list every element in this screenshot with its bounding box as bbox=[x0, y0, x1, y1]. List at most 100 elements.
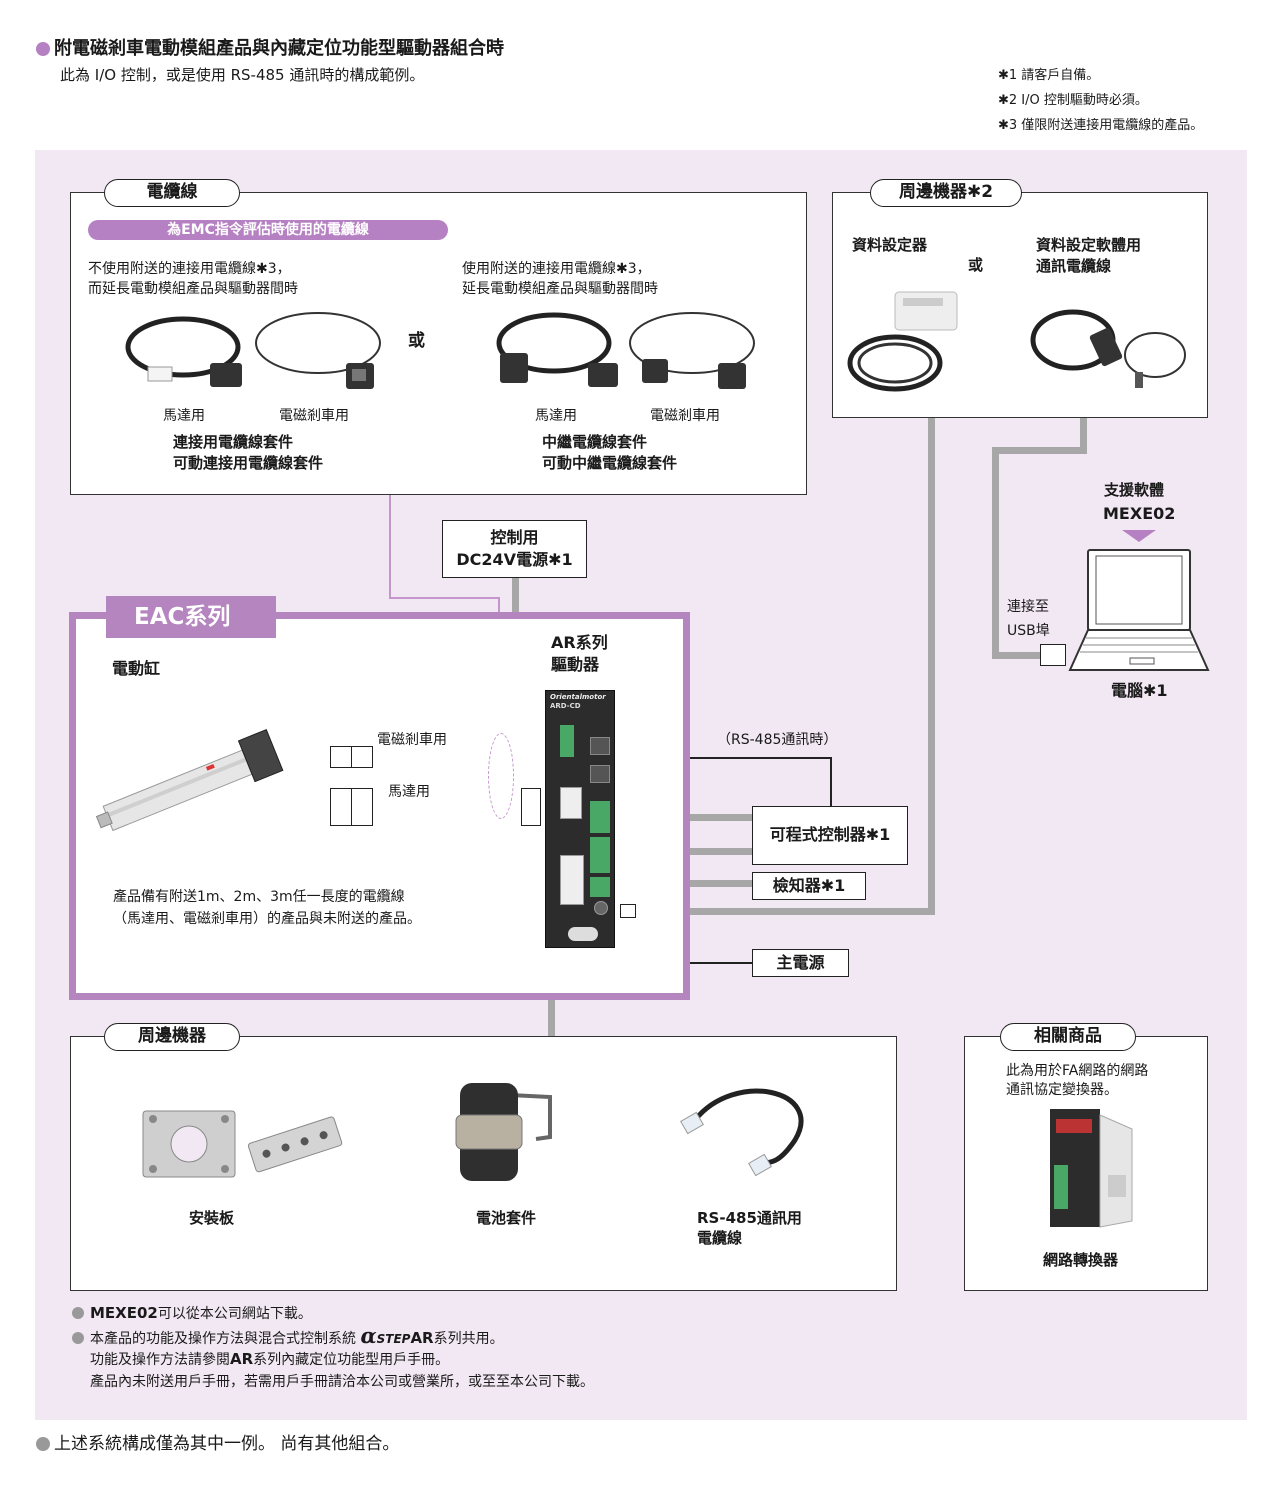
emc-banner: 為EMC指令評估時使用的電纜線 bbox=[88, 220, 448, 240]
mount-label: 安裝板 bbox=[189, 1209, 235, 1227]
right-brake-label: 電磁剎車用 bbox=[650, 408, 720, 424]
eac-motor-label: 馬達用 bbox=[388, 784, 430, 800]
eac-brake-label: 電磁剎車用 bbox=[377, 732, 447, 748]
cable-or: 或 bbox=[408, 331, 425, 351]
related-desc-1: 此為用於FA網路的網路 bbox=[1006, 1063, 1149, 1079]
driver-motor-connector-icon bbox=[521, 788, 541, 826]
data-setter-port bbox=[594, 901, 608, 915]
connect-to-label: 連接至 bbox=[1007, 599, 1049, 615]
related-title: 相關商品 bbox=[1000, 1023, 1136, 1051]
brake-connector-icon bbox=[351, 746, 373, 768]
network-converter-image bbox=[1050, 1109, 1133, 1228]
driver-model: ARD-CD bbox=[550, 702, 581, 710]
right-kit-2: 可動中繼電纜線套件 bbox=[542, 454, 678, 472]
page-subtitle: 此為 I/O 控制，或是使用 RS-485 通訊時的構成範例。 bbox=[60, 66, 425, 84]
software-cable-1: 資料設定軟體用 bbox=[1036, 236, 1142, 254]
left-kit-1: 連接用電纜線套件 bbox=[173, 433, 294, 451]
data-setter-label: 資料設定器 bbox=[852, 236, 928, 254]
footnote-3: 功能及操作方法請參閱AR系列內藏定位功能型用戶手冊。 bbox=[90, 1350, 450, 1368]
mexe02-label: MEXE02 bbox=[1103, 504, 1176, 523]
electric-cylinder-image bbox=[95, 728, 284, 832]
pc-cable-line bbox=[1080, 388, 1087, 453]
main-power-box: 主電源 bbox=[752, 949, 849, 977]
mounting-plate-image bbox=[142, 1110, 343, 1178]
right-desc-2: 延長電動模組產品與驅動器間時 bbox=[462, 281, 658, 297]
left-motor-label: 馬達用 bbox=[163, 408, 205, 424]
rs485-port bbox=[590, 737, 610, 755]
pc-cable-line bbox=[992, 652, 1042, 659]
laptop-image bbox=[1068, 549, 1210, 671]
rs485-line bbox=[610, 757, 832, 759]
emc-cable-line bbox=[389, 597, 499, 599]
rs485-cable-label-1: RS-485通訊用 bbox=[697, 1209, 802, 1227]
io-terminal bbox=[590, 837, 610, 873]
note-2: ✱2 I/O 控制驅動時必須。 bbox=[998, 93, 1148, 108]
gray-bullet-icon bbox=[36, 1437, 50, 1451]
driver-label: 驅動器 bbox=[551, 655, 600, 674]
network-converter-label: 網路轉換器 bbox=[1043, 1251, 1119, 1269]
pc-cable-line bbox=[992, 447, 999, 657]
emc-ferrite-ring bbox=[488, 733, 514, 819]
rs485-line bbox=[830, 757, 832, 807]
data-setter-line bbox=[635, 908, 935, 915]
peripheral-or: 或 bbox=[968, 256, 984, 274]
note-3: ✱3 僅限附送連接用電纜線的產品。 bbox=[998, 118, 1204, 133]
power-terminal bbox=[560, 725, 574, 757]
communication-cable-image bbox=[1030, 309, 1186, 388]
software-cable-2: 通訊電纜線 bbox=[1036, 257, 1112, 275]
battery-line bbox=[548, 948, 555, 1068]
peripheral-top-title: 周邊機器✱2 bbox=[870, 179, 1022, 207]
driver-unit: Orientalmotor ARD-CD bbox=[545, 690, 615, 948]
support-software-label: 支援軟體 bbox=[1104, 481, 1165, 499]
motor-connector-icon bbox=[351, 788, 373, 826]
driver-series-label: AR系列 bbox=[551, 633, 608, 652]
usb-port-label: USB埠 bbox=[1007, 623, 1050, 639]
brake-connector-icon bbox=[330, 746, 352, 768]
left-desc-1: 不使用附送的連接用電纜線✱3， bbox=[88, 261, 291, 277]
peripheral-bottom-title: 周邊機器 bbox=[104, 1023, 240, 1051]
battery-label: 電池套件 bbox=[476, 1209, 537, 1227]
eac-series-tab: EAC系列 bbox=[106, 596, 276, 638]
driver-brand: Orientalmotor bbox=[550, 693, 606, 701]
main-power-terminal bbox=[560, 855, 584, 905]
eac-note-1: 產品備有附送1m、2m、3m任一長度的電纜線 bbox=[113, 889, 405, 905]
footnote-1: MEXE02可以從本公司網站下載。 bbox=[72, 1304, 312, 1323]
footnote-2: 本產品的功能及操作方法與混合式控制系統 αSTEPAR系列共用。 bbox=[72, 1325, 504, 1348]
control-power-box: 控制用 DC24V電源✱1 bbox=[442, 520, 587, 578]
right-desc-1: 使用附送的連接用電纜線✱3， bbox=[462, 261, 651, 277]
gray-bullet-icon bbox=[72, 1307, 84, 1319]
cable-kit-image bbox=[125, 312, 381, 389]
gray-bullet-icon bbox=[72, 1332, 84, 1344]
data-setter-line bbox=[928, 418, 935, 915]
battery-kit-image bbox=[455, 1083, 552, 1181]
cable-section bbox=[70, 192, 807, 495]
bottom-note: 上述系統構成僅為其中一例。 尚有其他組合。 bbox=[36, 1433, 399, 1455]
cable-section-title: 電纜線 bbox=[104, 179, 240, 207]
footnote-4: 產品內未附送用戶手冊，若需用戶手冊請洽本公司或營業所，或至至本公司下載。 bbox=[90, 1374, 594, 1390]
arrow-down-icon bbox=[1122, 530, 1156, 542]
left-brake-label: 電磁剎車用 bbox=[279, 408, 349, 424]
motor-connector-icon bbox=[330, 788, 352, 826]
rs485-port bbox=[590, 765, 610, 783]
motor-port bbox=[560, 787, 582, 819]
actuator-label: 電動缸 bbox=[112, 659, 161, 678]
emc-cable-line bbox=[389, 495, 391, 598]
left-kit-2: 可動連接用電纜線套件 bbox=[173, 454, 324, 472]
left-desc-2: 而延長電動模組產品與驅動器間時 bbox=[88, 281, 298, 297]
rs485-comm-label: （RS-485通訊時） bbox=[717, 732, 838, 748]
plc-box: 可程式控制器✱1 bbox=[752, 806, 908, 865]
pc-cable-line bbox=[992, 447, 1087, 454]
right-motor-label: 馬達用 bbox=[535, 408, 577, 424]
usb-port-icon bbox=[1040, 644, 1066, 666]
data-setter-image bbox=[847, 291, 958, 392]
note-1: ✱1 請客戶自備。 bbox=[998, 68, 1100, 83]
relay-cable-kit-image bbox=[496, 312, 755, 389]
related-desc-2: 通訊協定變換器。 bbox=[1006, 1082, 1118, 1098]
pc-label: 電腦✱1 bbox=[1111, 681, 1168, 700]
sensor-box: 檢知器✱1 bbox=[752, 872, 866, 900]
bullet-icon bbox=[36, 42, 50, 56]
data-setter-connector-icon bbox=[620, 904, 636, 918]
rs485-cable-label-2: 電纜線 bbox=[697, 1229, 743, 1247]
sensor-terminal bbox=[590, 877, 610, 897]
eac-note-2: （馬達用、電磁剎車用）的產品與未附送的產品。 bbox=[113, 911, 421, 927]
